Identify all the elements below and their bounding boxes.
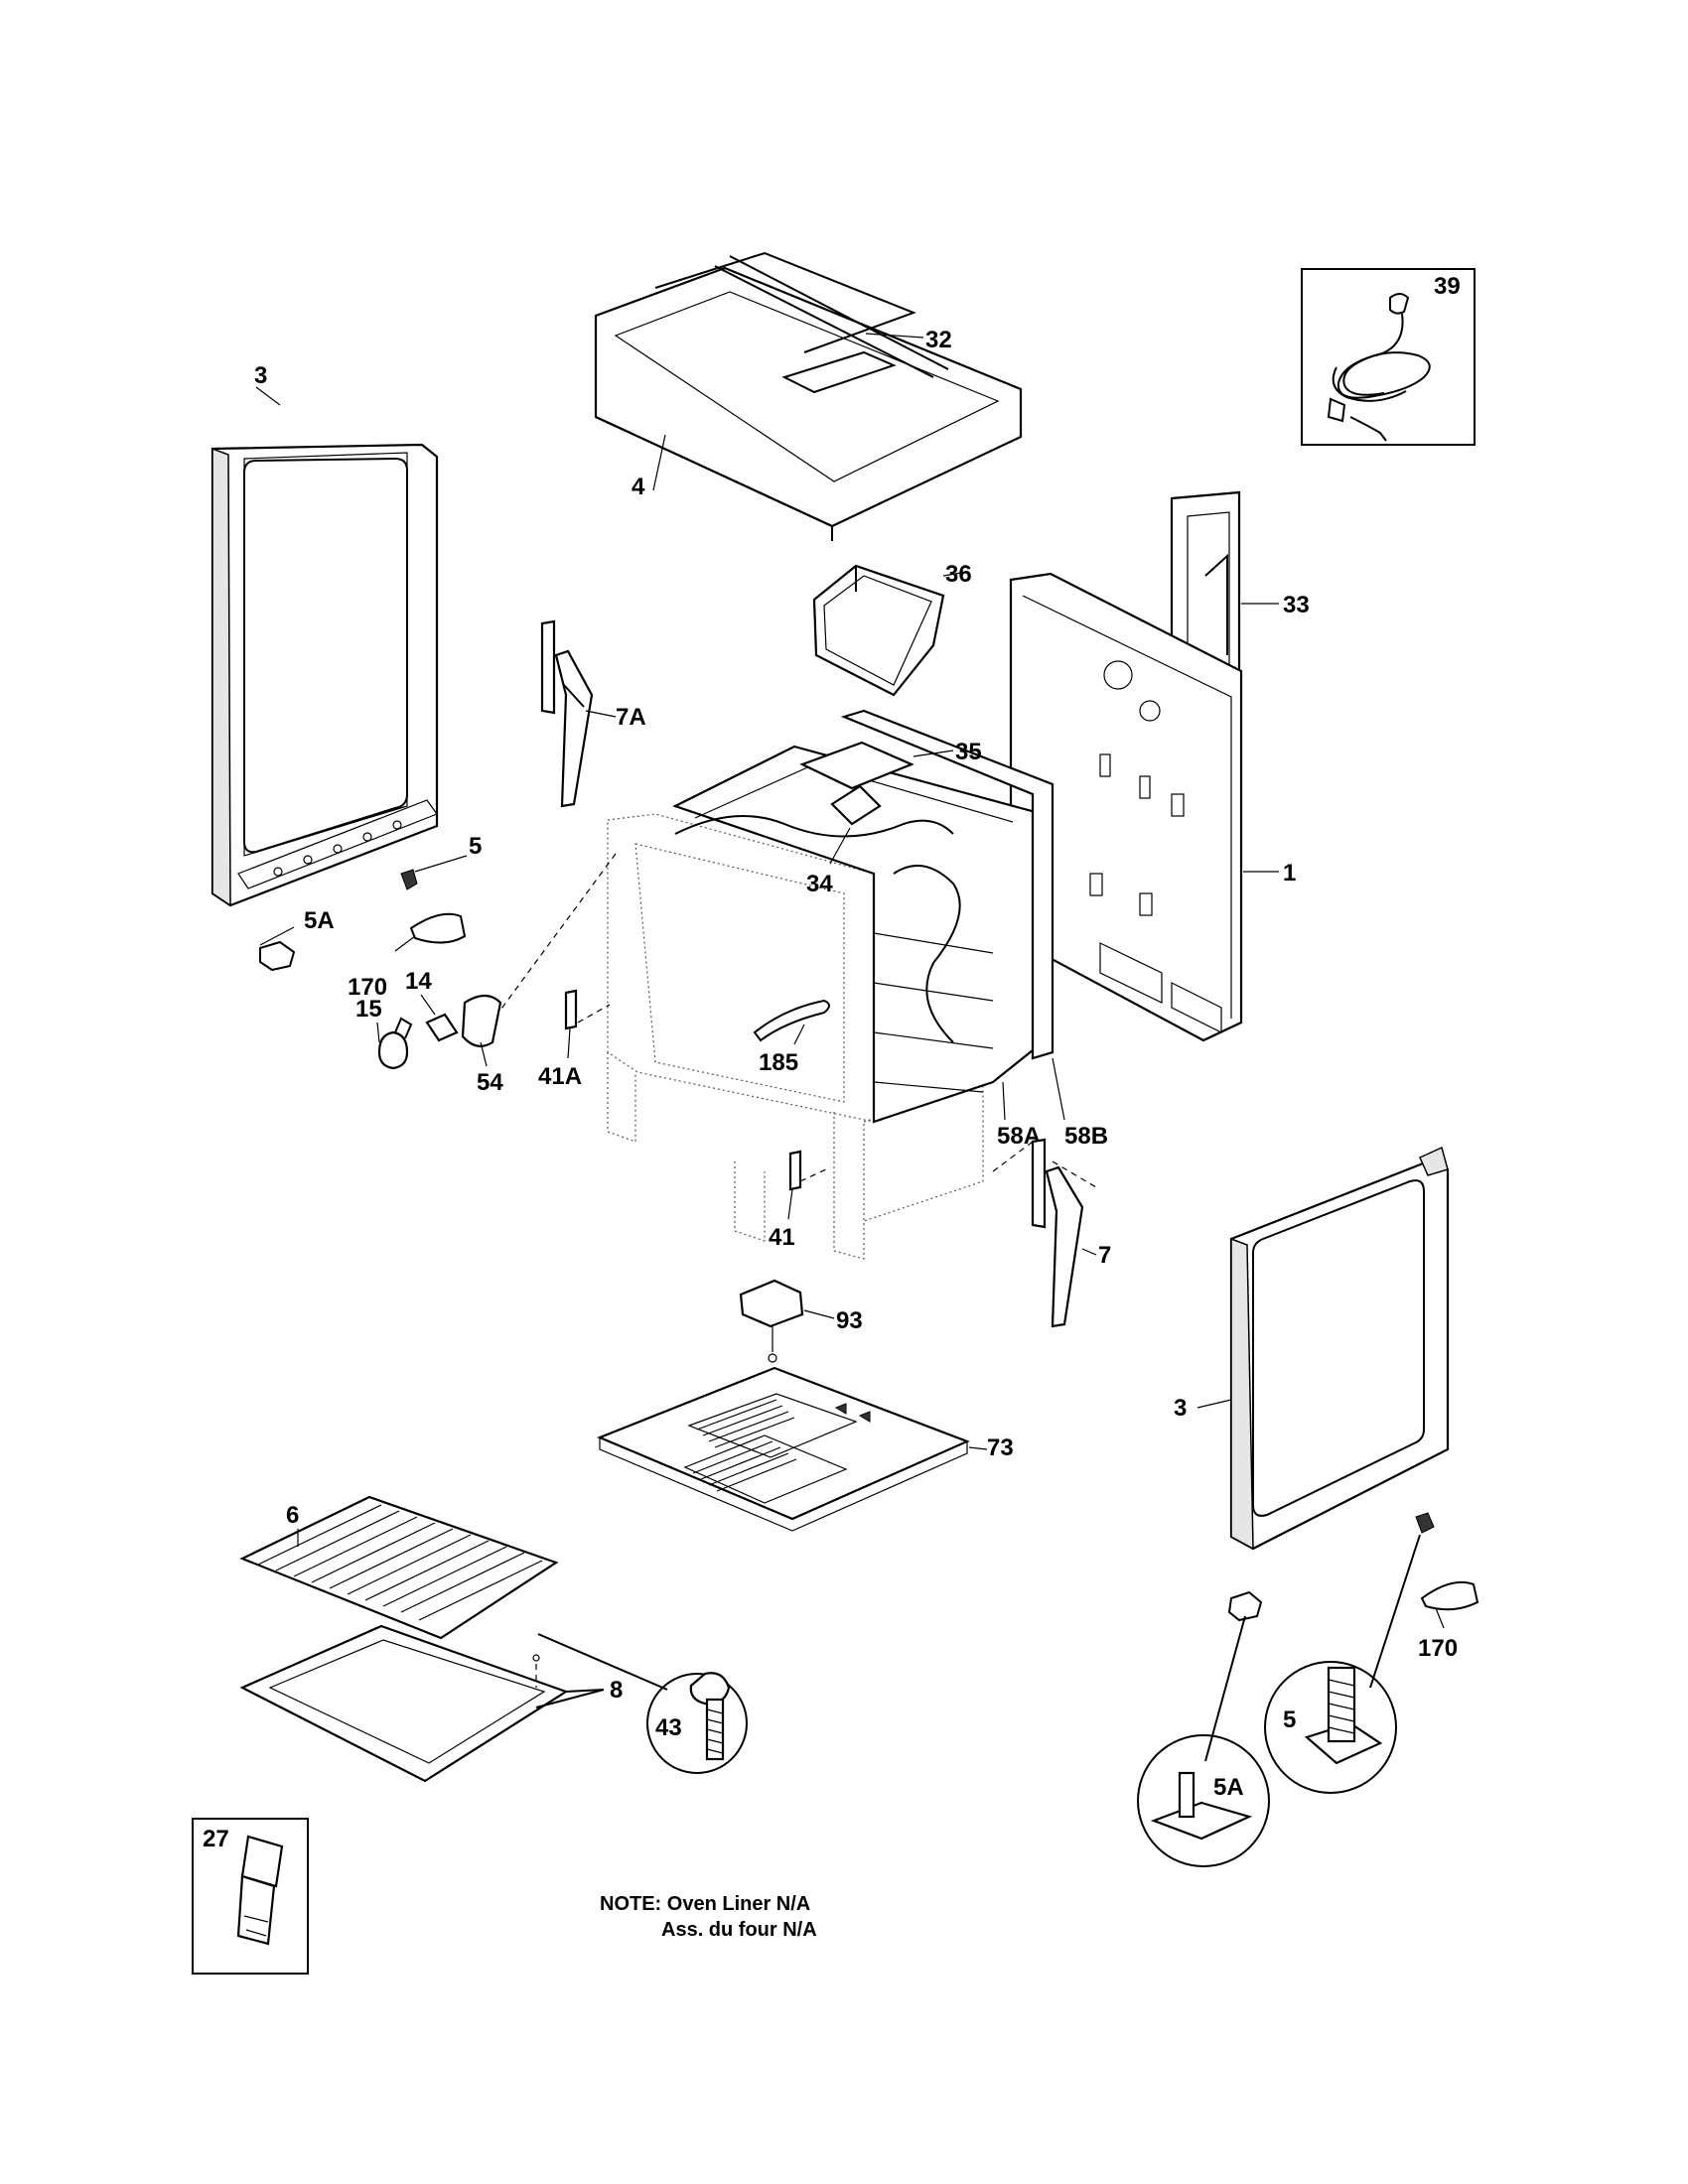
callout-58B: 58B — [1064, 1123, 1108, 1150]
power-cord-icon — [1327, 293, 1431, 442]
leveler-foot-icon — [1150, 1771, 1253, 1841]
callout-36: 36 — [945, 561, 972, 588]
callout-32: 32 — [925, 327, 952, 353]
oven-rack — [239, 1495, 559, 1640]
right-side-panel — [1196, 1146, 1450, 1551]
callout-27: 27 — [203, 1826, 229, 1852]
callout-5-right: 5 — [1283, 1706, 1296, 1733]
light-assembly — [377, 853, 617, 1070]
callout-3-right: 3 — [1174, 1395, 1187, 1422]
callout-8: 8 — [610, 1677, 623, 1704]
callout-170-left: 170 — [348, 974, 387, 1001]
door-hinge-7A — [540, 619, 594, 808]
callout-5A-left: 5A — [304, 907, 335, 934]
left-side-panel — [211, 386, 439, 907]
leveler-5-detail: 5 — [1264, 1661, 1397, 1794]
vent-duct — [812, 564, 945, 697]
callout-14: 14 — [405, 968, 432, 995]
oven-cavity — [672, 709, 1055, 1124]
callout-43: 43 — [655, 1714, 682, 1741]
callout-73: 73 — [987, 1434, 1014, 1461]
clip-icon — [236, 1835, 284, 1946]
leveler-icon — [1304, 1666, 1383, 1765]
callout-185: 185 — [759, 1049, 798, 1076]
bracket-41 — [787, 1150, 831, 1220]
callout-1: 1 — [1283, 860, 1296, 887]
callout-33: 33 — [1283, 592, 1310, 618]
note-line-2: Ass. du four N/A — [661, 1919, 817, 1941]
callout-7A: 7A — [616, 704, 646, 731]
callout-39: 39 — [1434, 273, 1461, 300]
callout-93: 93 — [836, 1307, 863, 1334]
inset-27: 27 — [192, 1818, 309, 1975]
callout-15: 15 — [355, 996, 382, 1023]
screw-icon — [689, 1672, 731, 1761]
callout-7: 7 — [1098, 1242, 1111, 1269]
callout-3-left: 3 — [254, 362, 267, 389]
part-93 — [739, 1279, 804, 1363]
leveler-5A-detail: 5A — [1137, 1734, 1270, 1867]
broil-drawer — [239, 1624, 605, 1783]
callout-41: 41 — [769, 1224, 795, 1251]
door-hinge-7 — [992, 1138, 1097, 1328]
inset-power-cord: 39 — [1301, 268, 1476, 446]
callout-35: 35 — [955, 739, 982, 765]
bracket-41A — [564, 989, 611, 1059]
callout-5-left: 5 — [469, 833, 482, 860]
callout-41A: 41A — [538, 1063, 582, 1090]
callout-34: 34 — [806, 871, 833, 897]
callout-4: 4 — [632, 474, 645, 500]
note-line-1: NOTE: Oven Liner N/A — [600, 1893, 810, 1915]
callout-5A-right: 5A — [1213, 1774, 1244, 1801]
callout-54: 54 — [477, 1069, 503, 1096]
bottom-frame — [597, 1366, 970, 1532]
callout-170-right: 170 — [1418, 1635, 1458, 1662]
left-leveling-parts — [259, 855, 468, 972]
top-frame-assembly — [594, 251, 1023, 541]
screw-43-detail: 43 — [537, 1633, 748, 1774]
right-leveling-parts — [1204, 1512, 1479, 1762]
callout-6: 6 — [286, 1502, 299, 1529]
